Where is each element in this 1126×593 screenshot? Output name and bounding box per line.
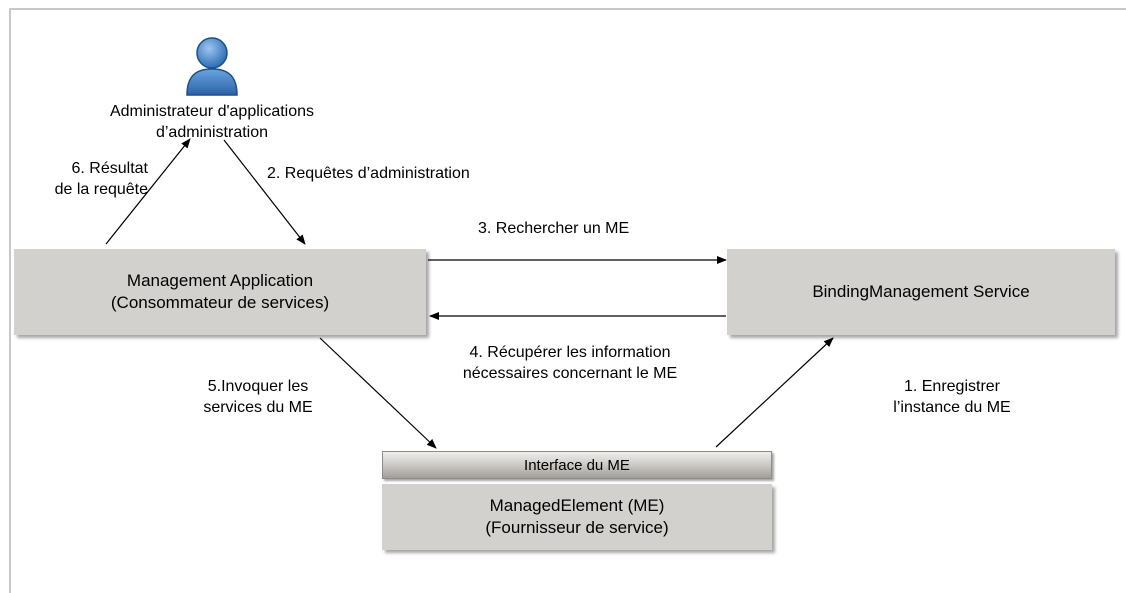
management-application-box: Management Application (Consommateur de … [14, 249, 426, 335]
step1-label: 1. Enregistrer l’instance du ME [852, 376, 1052, 418]
step4-label: 4. Récupérer les information nécessaires… [410, 342, 730, 384]
frame-border-left [9, 8, 11, 593]
step5-line2: services du ME [203, 399, 313, 416]
arrow-step6 [105, 138, 191, 245]
management-application-title: Management Application [126, 271, 314, 290]
interface-du-me-label: Interface du ME [524, 456, 630, 474]
actor-title: Administrateur d'applications d’administ… [62, 101, 362, 143]
managed-element-box: ManagedElement (ME) (Fournisseur de serv… [382, 484, 772, 550]
interface-du-me-bar: Interface du ME [382, 451, 772, 479]
step6-label: 6. Résultat de la requête [10, 158, 148, 200]
step2-label: 2. Requêtes d’administration [267, 165, 470, 182]
step5-label: 5.Invoquer les services du ME [168, 376, 348, 418]
actor-title-line1: Administrateur d'applications [109, 103, 315, 120]
arrow-step1 [715, 337, 834, 448]
binding-management-service-title: BindingManagement Service [812, 282, 1030, 301]
actor-title-line2: d’administration [155, 124, 269, 141]
binding-management-service-box: BindingManagement Service [727, 249, 1115, 335]
step6-line2: de la requête [54, 181, 148, 198]
user-icon [186, 37, 238, 96]
step4-line1: 4. Récupérer les information [469, 344, 671, 361]
management-application-subtitle: (Consommateur de services) [110, 293, 330, 312]
step1-line1: 1. Enregistrer [903, 378, 1001, 395]
managed-element-subtitle: (Fournisseur de service) [485, 518, 669, 537]
managed-element-title: ManagedElement (ME) [489, 496, 665, 515]
arrow-step5 [319, 337, 437, 449]
step3-label: 3. Rechercher un ME [478, 220, 630, 237]
step4-line2: nécessaires concernant le ME [462, 365, 678, 382]
step1-line2: l’instance du ME [893, 399, 1011, 416]
frame-border-top [9, 8, 1126, 10]
arrow-step2 [223, 139, 306, 245]
step6-line1: 6. Résultat [71, 160, 148, 177]
step5-line1: 5.Invoquer les [207, 378, 309, 395]
